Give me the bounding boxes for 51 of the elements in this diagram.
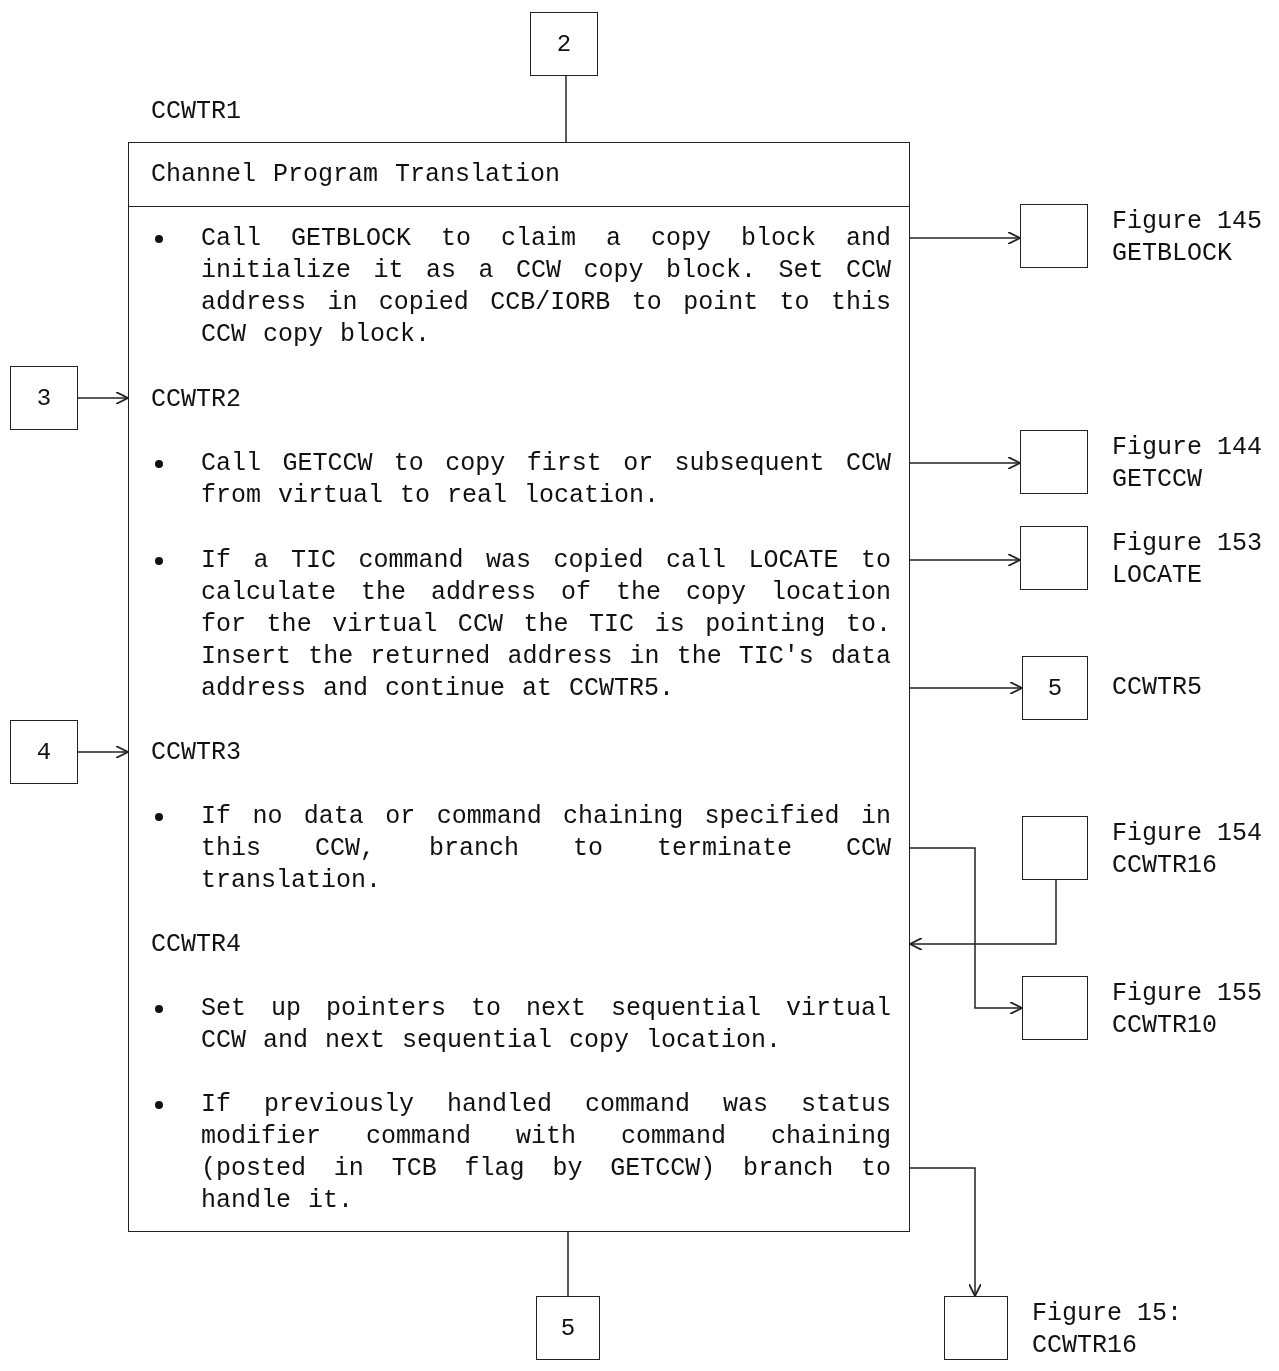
step-label: CCWTR2 [151, 384, 241, 416]
step-text: Set up pointers to next sequential virtual CCW and next sequential copy location. [201, 993, 891, 1057]
connector-line [567, 1231, 569, 1297]
figure-reference: CCWTR16 [1032, 1330, 1138, 1362]
arrow [909, 681, 1023, 695]
connector-line [565, 75, 567, 143]
step-text: If previously handled command was status modifier command with command chaining (posted in TCB flag by GETCCW) branch to handle it. [201, 1089, 891, 1217]
box-heading: Channel Program Translation [151, 159, 561, 191]
arrow [77, 391, 129, 405]
reference-box [1020, 204, 1088, 268]
step-text: Call GETCCW to copy first or subsequent CCW from virtual to real location. [201, 448, 891, 512]
figure-reference: Figure 154 [1112, 818, 1263, 850]
figure-reference: GETCCW [1112, 464, 1202, 496]
figure-reference: CCWTR16 [1112, 850, 1218, 882]
figure-reference: GETBLOCK [1112, 238, 1233, 270]
arrow [909, 879, 1057, 951]
connector-number: 5 [1047, 674, 1063, 702]
connector-number: 5 [560, 1314, 576, 1342]
connector-box [530, 12, 598, 76]
connector-box [10, 366, 78, 430]
reference-box [944, 1296, 1008, 1360]
step-text: If no data or command chaining specified in this CCW, branch to terminate CCW translation. [201, 801, 891, 897]
connector-box [10, 720, 78, 784]
arrow [909, 553, 1021, 567]
arrow [909, 847, 1023, 1015]
connector-number: 2 [556, 30, 572, 58]
step-label: CCWTR3 [151, 737, 241, 769]
figure-reference: Figure 153 [1112, 528, 1263, 560]
figure-reference: CCWTR10 [1112, 1010, 1218, 1042]
figure-reference: Figure 15: [1032, 1298, 1183, 1330]
reference-box [1022, 976, 1088, 1040]
step-label: CCWTR4 [151, 929, 241, 961]
reference-box [1020, 430, 1088, 494]
reference-box [1020, 526, 1088, 590]
connector-number: 4 [36, 738, 52, 766]
connector-box [1022, 656, 1088, 720]
figure-reference: LOCATE [1112, 560, 1202, 592]
figure-reference: Figure 155 [1112, 978, 1263, 1010]
figure-reference: CCWTR5 [1112, 672, 1202, 704]
figure-reference: Figure 145 [1112, 206, 1263, 238]
connector-number: 3 [36, 384, 52, 412]
step-label: CCWTR1 [151, 96, 241, 128]
step-text: If a TIC command was copied call LOCATE to calculate the address of the copy location for the virtual CCW the TIC is pointing to. Insert the returned address in the TIC's data address and continue at CCWTR5. [201, 545, 891, 705]
figure-reference: Figure 144 [1112, 432, 1263, 464]
connector-box [536, 1296, 600, 1360]
reference-box [1022, 816, 1088, 880]
arrow [909, 1167, 982, 1297]
arrow [909, 456, 1021, 470]
step-text: Call GETBLOCK to claim a copy block and initialize it as a CCW copy block. Set CCW address in copied CCB/IORB to point to this CCW copy block. [201, 223, 891, 351]
arrow [77, 745, 129, 759]
arrow [909, 231, 1021, 245]
